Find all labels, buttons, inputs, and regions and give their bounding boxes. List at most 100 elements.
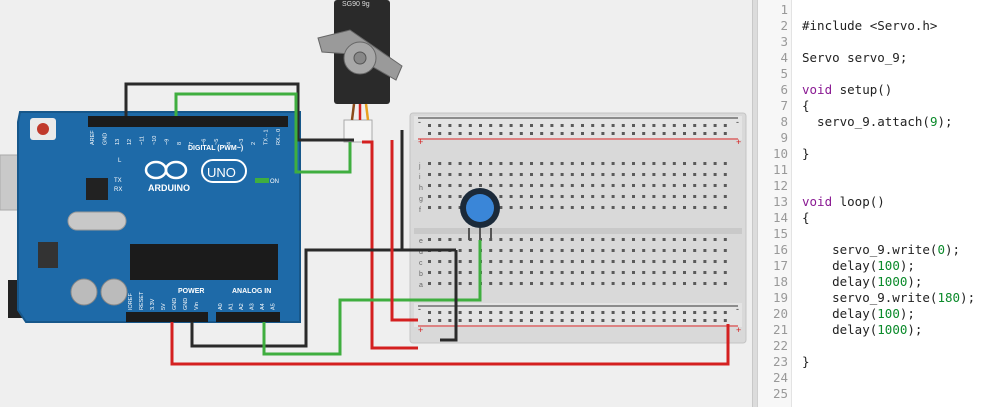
breadboard-hole[interactable]: [438, 319, 442, 322]
breadboard-hole[interactable]: [499, 271, 503, 274]
breadboard-hole[interactable]: [713, 249, 717, 252]
breadboard-hole[interactable]: [560, 249, 564, 252]
power-header[interactable]: [126, 312, 208, 322]
breadboard-hole[interactable]: [591, 319, 595, 322]
breadboard-hole[interactable]: [693, 311, 697, 314]
breadboard-hole[interactable]: [438, 206, 442, 209]
breadboard-hole[interactable]: [550, 195, 554, 198]
line-text[interactable]: servo_9.attach(9);: [802, 114, 953, 129]
breadboard-hole[interactable]: [530, 238, 533, 241]
breadboard-hole[interactable]: [672, 238, 676, 241]
breadboard-hole[interactable]: [672, 184, 676, 187]
code-line[interactable]: 14{: [758, 210, 1007, 226]
breadboard-hole[interactable]: [560, 271, 564, 274]
breadboard-hole[interactable]: [540, 173, 544, 176]
breadboard-hole[interactable]: [550, 184, 554, 187]
breadboard-hole[interactable]: [703, 162, 707, 165]
code-line[interactable]: 16 servo_9.write(0);: [758, 242, 1007, 258]
breadboard-hole[interactable]: [723, 132, 727, 135]
code-line[interactable]: 23}: [758, 354, 1007, 370]
breadboard-hole[interactable]: [713, 132, 717, 135]
breadboard-hole[interactable]: [458, 271, 462, 274]
breadboard-hole[interactable]: [591, 311, 595, 314]
breadboard-hole[interactable]: [499, 162, 503, 165]
breadboard-hole[interactable]: [642, 238, 646, 241]
breadboard-hole[interactable]: [530, 319, 533, 322]
breadboard-hole[interactable]: [499, 132, 503, 135]
line-text[interactable]: {: [802, 210, 810, 225]
breadboard-hole[interactable]: [438, 282, 442, 285]
breadboard-hole[interactable]: [621, 271, 625, 274]
breadboard-hole[interactable]: [428, 184, 431, 187]
breadboard-hole[interactable]: [683, 173, 686, 176]
breadboard-hole[interactable]: [662, 173, 666, 176]
breadboard-hole[interactable]: [713, 206, 717, 209]
breadboard-hole[interactable]: [591, 162, 595, 165]
breadboard-hole[interactable]: [621, 249, 625, 252]
breadboard-hole[interactable]: [570, 173, 574, 176]
breadboard-hole[interactable]: [458, 260, 462, 263]
breadboard-hole[interactable]: [642, 162, 646, 165]
breadboard-hole[interactable]: [662, 162, 666, 165]
breadboard-hole[interactable]: [509, 311, 513, 314]
line-text[interactable]: void setup(): [802, 82, 893, 97]
breadboard-hole[interactable]: [428, 206, 431, 209]
code-line[interactable]: 22: [758, 338, 1007, 354]
breadboard-hole[interactable]: [683, 282, 686, 285]
code-line[interactable]: 15: [758, 226, 1007, 242]
breadboard-hole[interactable]: [662, 195, 666, 198]
breadboard-hole[interactable]: [509, 249, 513, 252]
breadboard-hole[interactable]: [468, 173, 472, 176]
breadboard-hole[interactable]: [540, 132, 544, 135]
breadboard-hole[interactable]: [703, 173, 707, 176]
breadboard-hole[interactable]: [652, 282, 656, 285]
breadboard-hole[interactable]: [458, 249, 462, 252]
breadboard-hole[interactable]: [499, 238, 503, 241]
breadboard-hole[interactable]: [519, 238, 523, 241]
breadboard-hole[interactable]: [428, 124, 431, 127]
breadboard-hole[interactable]: [519, 132, 523, 135]
breadboard-hole[interactable]: [713, 195, 717, 198]
breadboard-hole[interactable]: [693, 124, 697, 127]
breadboard-hole[interactable]: [632, 195, 635, 198]
panel-divider[interactable]: [752, 0, 758, 407]
breadboard-hole[interactable]: [448, 282, 452, 285]
breadboard-hole[interactable]: [601, 311, 605, 314]
breadboard-hole[interactable]: [438, 124, 442, 127]
breadboard-hole[interactable]: [581, 282, 584, 285]
breadboard-hole[interactable]: [723, 311, 727, 314]
breadboard-hole[interactable]: [652, 311, 656, 314]
breadboard-hole[interactable]: [683, 132, 686, 135]
breadboard-hole[interactable]: [428, 311, 431, 314]
breadboard-hole[interactable]: [591, 124, 595, 127]
breadboard-hole[interactable]: [550, 249, 554, 252]
breadboard-hole[interactable]: [489, 319, 493, 322]
breadboard-hole[interactable]: [611, 124, 615, 127]
breadboard-hole[interactable]: [652, 173, 656, 176]
breadboard-hole[interactable]: [611, 195, 615, 198]
breadboard-hole[interactable]: [621, 124, 625, 127]
breadboard-hole[interactable]: [570, 184, 574, 187]
breadboard-hole[interactable]: [519, 319, 523, 322]
code-line[interactable]: 7{: [758, 98, 1007, 114]
breadboard-hole[interactable]: [540, 282, 544, 285]
breadboard-hole[interactable]: [560, 260, 564, 263]
breadboard-hole[interactable]: [560, 162, 564, 165]
breadboard-hole[interactable]: [662, 282, 666, 285]
breadboard-hole[interactable]: [560, 311, 564, 314]
breadboard-hole[interactable]: [723, 249, 727, 252]
breadboard-hole[interactable]: [468, 124, 472, 127]
breadboard-hole[interactable]: [632, 124, 635, 127]
line-text[interactable]: delay(100);: [802, 306, 915, 321]
breadboard-hole[interactable]: [723, 124, 727, 127]
breadboard-hole[interactable]: [672, 260, 676, 263]
breadboard-hole[interactable]: [703, 249, 707, 252]
breadboard-hole[interactable]: [642, 184, 646, 187]
breadboard-hole[interactable]: [683, 249, 686, 252]
breadboard-hole[interactable]: [672, 206, 676, 209]
breadboard-hole[interactable]: [601, 282, 605, 285]
breadboard-hole[interactable]: [581, 319, 584, 322]
breadboard-hole[interactable]: [570, 162, 574, 165]
breadboard-hole[interactable]: [570, 282, 574, 285]
breadboard-hole[interactable]: [642, 282, 646, 285]
